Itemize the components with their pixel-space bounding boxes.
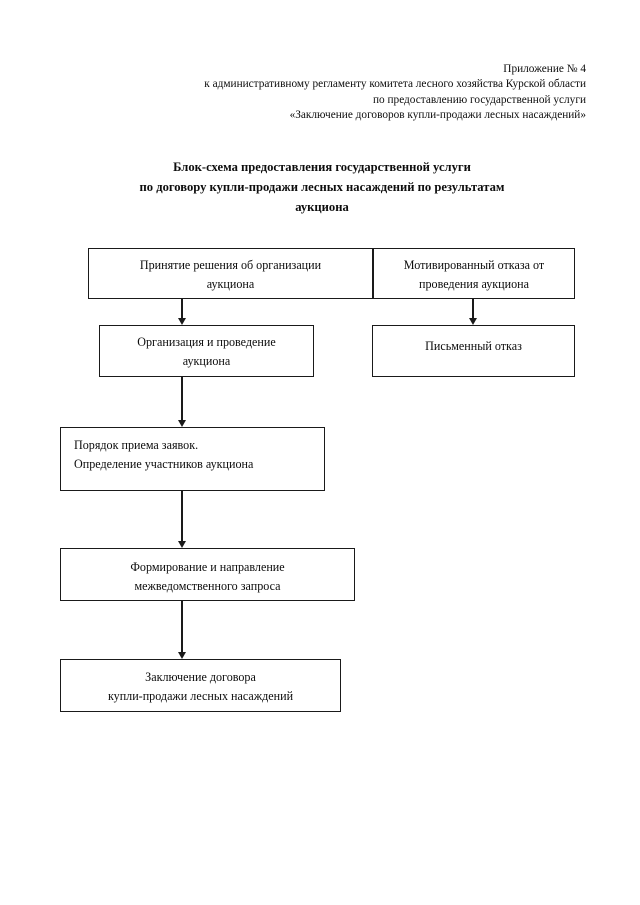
flowchart-node-contract-conclusion: Заключение договора купли-продажи лесных… — [60, 659, 341, 712]
page-title-line-3: аукциона — [295, 200, 349, 214]
arrow-head-icon — [177, 541, 186, 548]
flowchart-node-interagency-request: Формирование и направление межведомствен… — [60, 548, 355, 601]
flowchart-connector-interagency-to-contract — [181, 601, 183, 653]
arrow-head-icon — [468, 318, 477, 325]
flowchart-node-interagency-request-line-2: межведомственного запроса — [134, 578, 281, 593]
flowchart-node-contract-conclusion-line-1: Заключение договора — [145, 670, 256, 684]
arrow-head-icon — [177, 652, 186, 659]
flowchart-node-decision-line-1: Принятие решения об организации — [139, 258, 322, 272]
page-title-line-2: по договору купли-продажи лесных насажде… — [139, 180, 505, 194]
flowchart-node-applications-line-1: Порядок приема заявок. — [74, 438, 199, 452]
flowchart-connector-organization-to-applications — [181, 377, 183, 421]
flowchart-node-decision-line-2: аукциона — [206, 276, 255, 291]
flowchart-node-written-refusal-line-1: Письменный отказ — [425, 339, 522, 353]
arrow-head-icon — [177, 318, 186, 325]
flowchart-node-contract-conclusion-line-2: купли-продажи лесных насаждений — [107, 688, 294, 703]
flowchart-connector-applications-to-interagency — [181, 491, 183, 542]
flowchart-node-applications-line-2: Определение участников аукциона — [74, 456, 254, 471]
flowchart-node-motivated-refusal-line-2: проведения аукциона — [419, 276, 529, 291]
flowchart-node-organization-line-2: аукциона — [182, 353, 231, 368]
flowchart-node-motivated-refusal: Мотивированный отказа от проведения аукц… — [373, 248, 575, 299]
page-title-line-1: Блок-схема предоставления государственно… — [173, 160, 471, 174]
flowchart-node-applications: Порядок приема заявок. Определение участ… — [60, 427, 325, 491]
arrow-head-icon — [177, 420, 186, 427]
appendix-header-line-2: к административному регламенту комитета … — [204, 78, 586, 91]
flowchart-node-interagency-request-line-1: Формирование и направление — [130, 560, 285, 574]
appendix-header-line-4: «Заключение договоров купли-продажи лесн… — [289, 109, 586, 122]
flowchart-node-decision: Принятие решения об организации аукциона — [88, 248, 373, 299]
appendix-header-line-3: по предоставлению государственной услуги — [372, 93, 586, 106]
flowchart-node-motivated-refusal-line-1: Мотивированный отказа от — [403, 258, 545, 272]
flowchart-connector-refusal-to-written-refusal — [472, 299, 474, 319]
appendix-header: Приложение № 4 к административному регла… — [100, 62, 586, 124]
flowchart-node-organization: Организация и проведение аукциона — [99, 325, 314, 377]
flowchart-connector-decision-to-organization — [181, 299, 183, 319]
page-title: Блок-схема предоставления государственно… — [72, 157, 572, 217]
flowchart-node-written-refusal: Письменный отказ — [372, 325, 575, 377]
appendix-header-line-1: Приложение № 4 — [503, 63, 586, 75]
flowchart-node-organization-line-1: Организация и проведение — [137, 335, 276, 349]
